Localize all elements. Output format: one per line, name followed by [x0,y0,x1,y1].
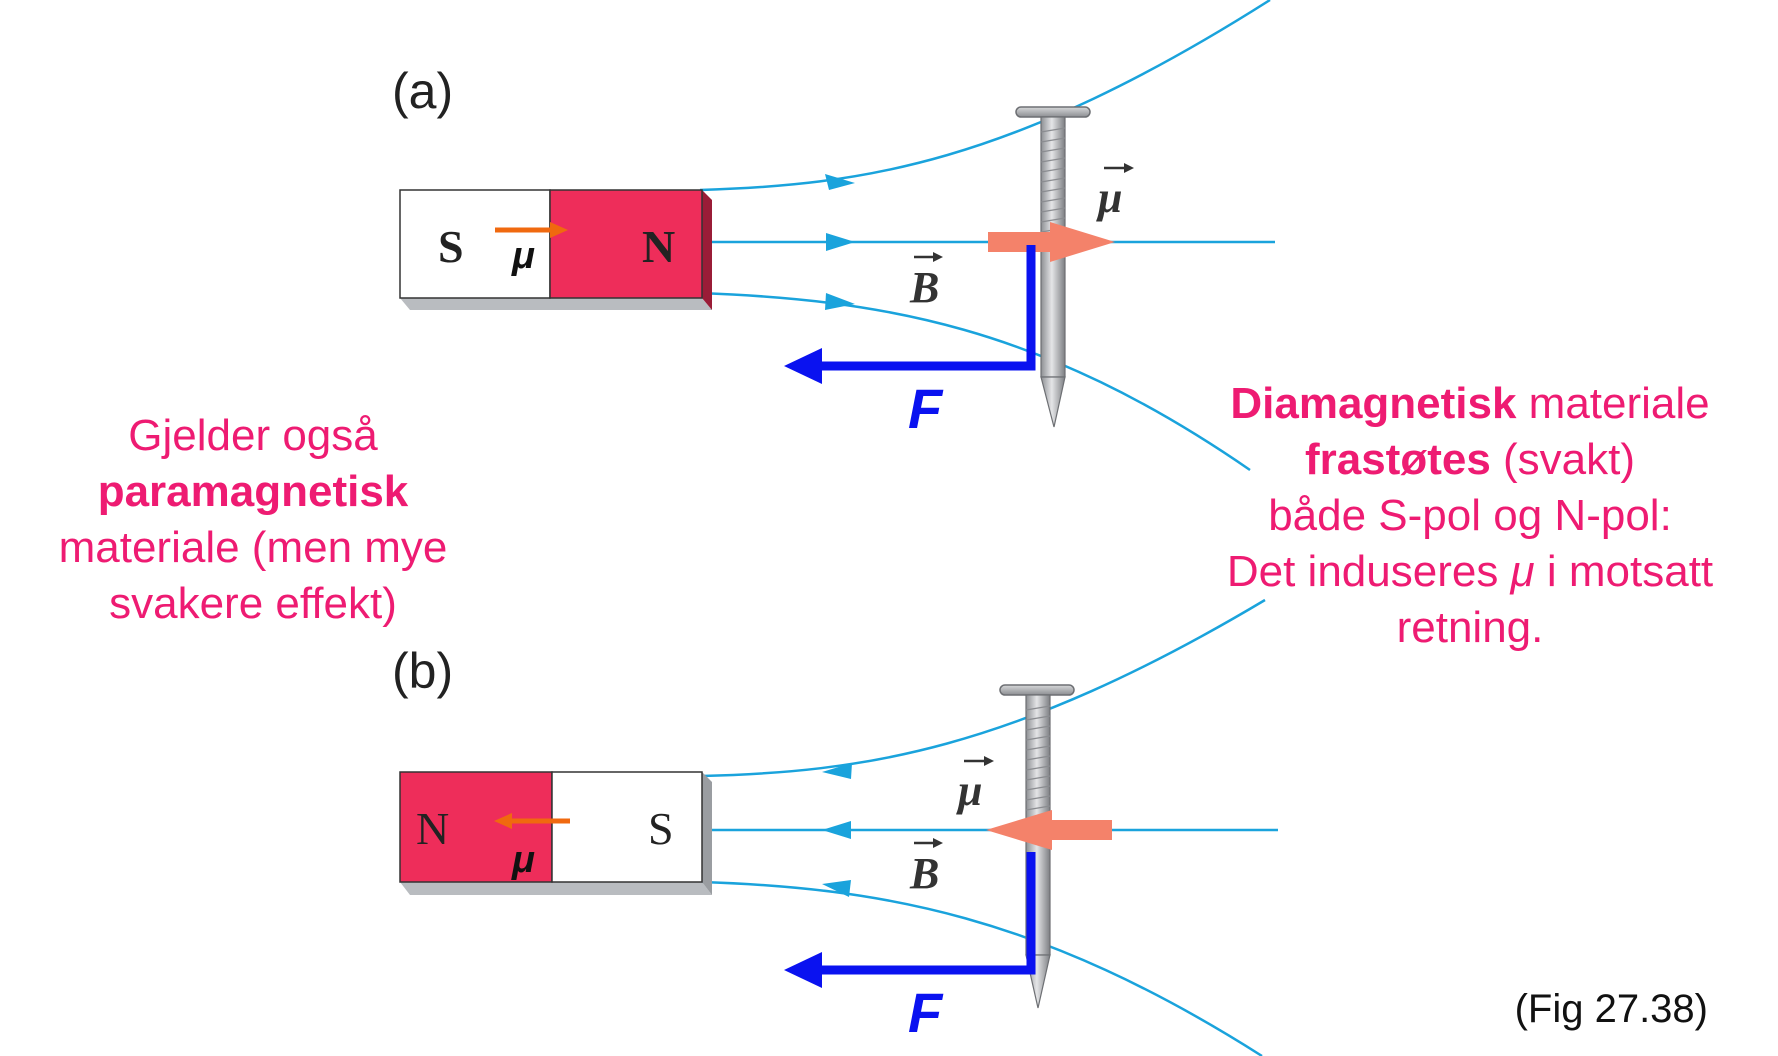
force-arrow-a [820,245,1036,371]
diamagnetic-note-line5: retning. [1396,603,1544,652]
diamagnetic-note-line1-rest: materiale [1516,379,1710,428]
mu-arrow-magnet-b-head [494,813,512,829]
magnet-side-b [702,772,712,895]
diamagnetic-keyword: Diamagnetisk [1230,379,1517,428]
repelled-keyword: frastøtes [1304,435,1491,484]
diamagnetic-note-line4-a: Det induseres [1226,547,1511,596]
field-arrowhead-b2 [822,821,851,839]
nail-head-a [1015,106,1091,118]
force-arrow-a-head [784,348,822,384]
mu-vector-bar-a-head [1124,163,1134,173]
magnet-s-pole-b: S [648,803,674,854]
diamagnetic-note: Diamagnetisk materiale frastøtes (svakt)… [1165,376,1775,656]
diamagnetic-note-line4-b: i motsatt [1534,547,1714,596]
nail-tip-a [1040,376,1066,428]
magnet-n-pole-b: N [416,803,449,854]
field-arrowhead-b3 [822,880,851,897]
b-vector-label-a: B [909,263,939,312]
panel-b: (b) N S μ [392,598,1278,1056]
paramagnetic-note-line1: Gjelder også [128,411,378,460]
diamagnetic-note-line2-rest: (svakt) [1490,435,1636,484]
mu-vector-label-a: μ [1096,173,1122,222]
mu-label-magnet-a: μ [511,235,535,277]
magnet-shadow-a [400,298,712,310]
b-vector-bar-a-head [933,252,943,262]
field-lines-a [699,0,1275,472]
nail-head-b [999,684,1075,696]
diamagnetic-note-line2: frastøtes (svakt) [1165,432,1775,488]
paramagnetic-note-line3: materiale (men mye [58,523,448,572]
field-line-upper-a [699,0,1271,192]
nail-threads-a [1040,127,1066,233]
nail-threads-b [1025,705,1051,811]
field-arrowheads-a [825,174,855,310]
field-arrowhead-b1 [822,763,852,779]
magnet-s-pole-a: S [438,221,464,272]
mu-label-magnet-b: μ [511,839,535,881]
diamagnetic-note-line1: Diamagnetisk materiale [1165,376,1775,432]
paramagnetic-keyword: paramagnetisk [97,467,409,516]
mu-arrow-nail-b-head [986,810,1052,850]
mu-arrow-nail-a [988,232,1050,252]
panel-a: (a) S N μ [392,0,1275,472]
paramagnetic-note-line2: paramagnetisk [8,464,498,520]
b-vector-label-b: B [909,849,939,898]
figure-reference: (Fig 27.38) [1514,987,1708,1031]
force-arrow-b [820,852,1036,975]
panel-a-label: (a) [392,63,453,119]
magnet-n-pole-a: N [642,221,675,272]
diamagnetic-note-line3: både S-pol og N-pol: [1268,491,1672,540]
mu-arrow-nail-b [1052,820,1112,840]
field-line-upper-b [701,598,1266,778]
mu-arrow-nail-a-head [1050,222,1115,262]
magnet-n-half-b [399,771,553,883]
paramagnetic-note: Gjelder også paramagnetisk materiale (me… [8,408,498,632]
magnet-side-a [702,190,712,310]
bar-magnet-b: N S μ [399,771,712,895]
mu-vector-bar-b-head [984,756,994,766]
force-label-a: F [908,377,944,440]
mu-vector-label-b: μ [956,766,982,815]
field-line-lower-a [699,291,1251,472]
paramagnetic-note-line4: svakere effekt) [109,579,397,628]
field-arrowheads-b [822,763,852,897]
b-vector-bar-b-head [933,838,943,848]
diamagnetic-note-mu: μ [1510,547,1535,596]
panel-b-label: (b) [392,643,453,699]
nail-b [999,684,1075,1009]
field-arrowhead-a2 [826,233,855,251]
mu-arrow-magnet-a-head [550,222,568,238]
field-arrowhead-a1 [825,174,855,190]
magnet-n-half-a [549,189,703,299]
magnet-shadow-b [400,882,712,895]
field-arrowhead-a3 [825,293,855,310]
field-line-lower-b [701,880,1263,1056]
force-arrow-b-head [784,952,822,988]
magnet-s-half-a [399,189,551,299]
diamagnetic-note-line4: Det induseres μ i motsatt [1165,544,1775,600]
field-lines-b [701,598,1278,1056]
bar-magnet-a: S N μ [399,189,712,310]
force-label-b: F [908,981,944,1044]
magnet-s-half-b [551,771,703,883]
